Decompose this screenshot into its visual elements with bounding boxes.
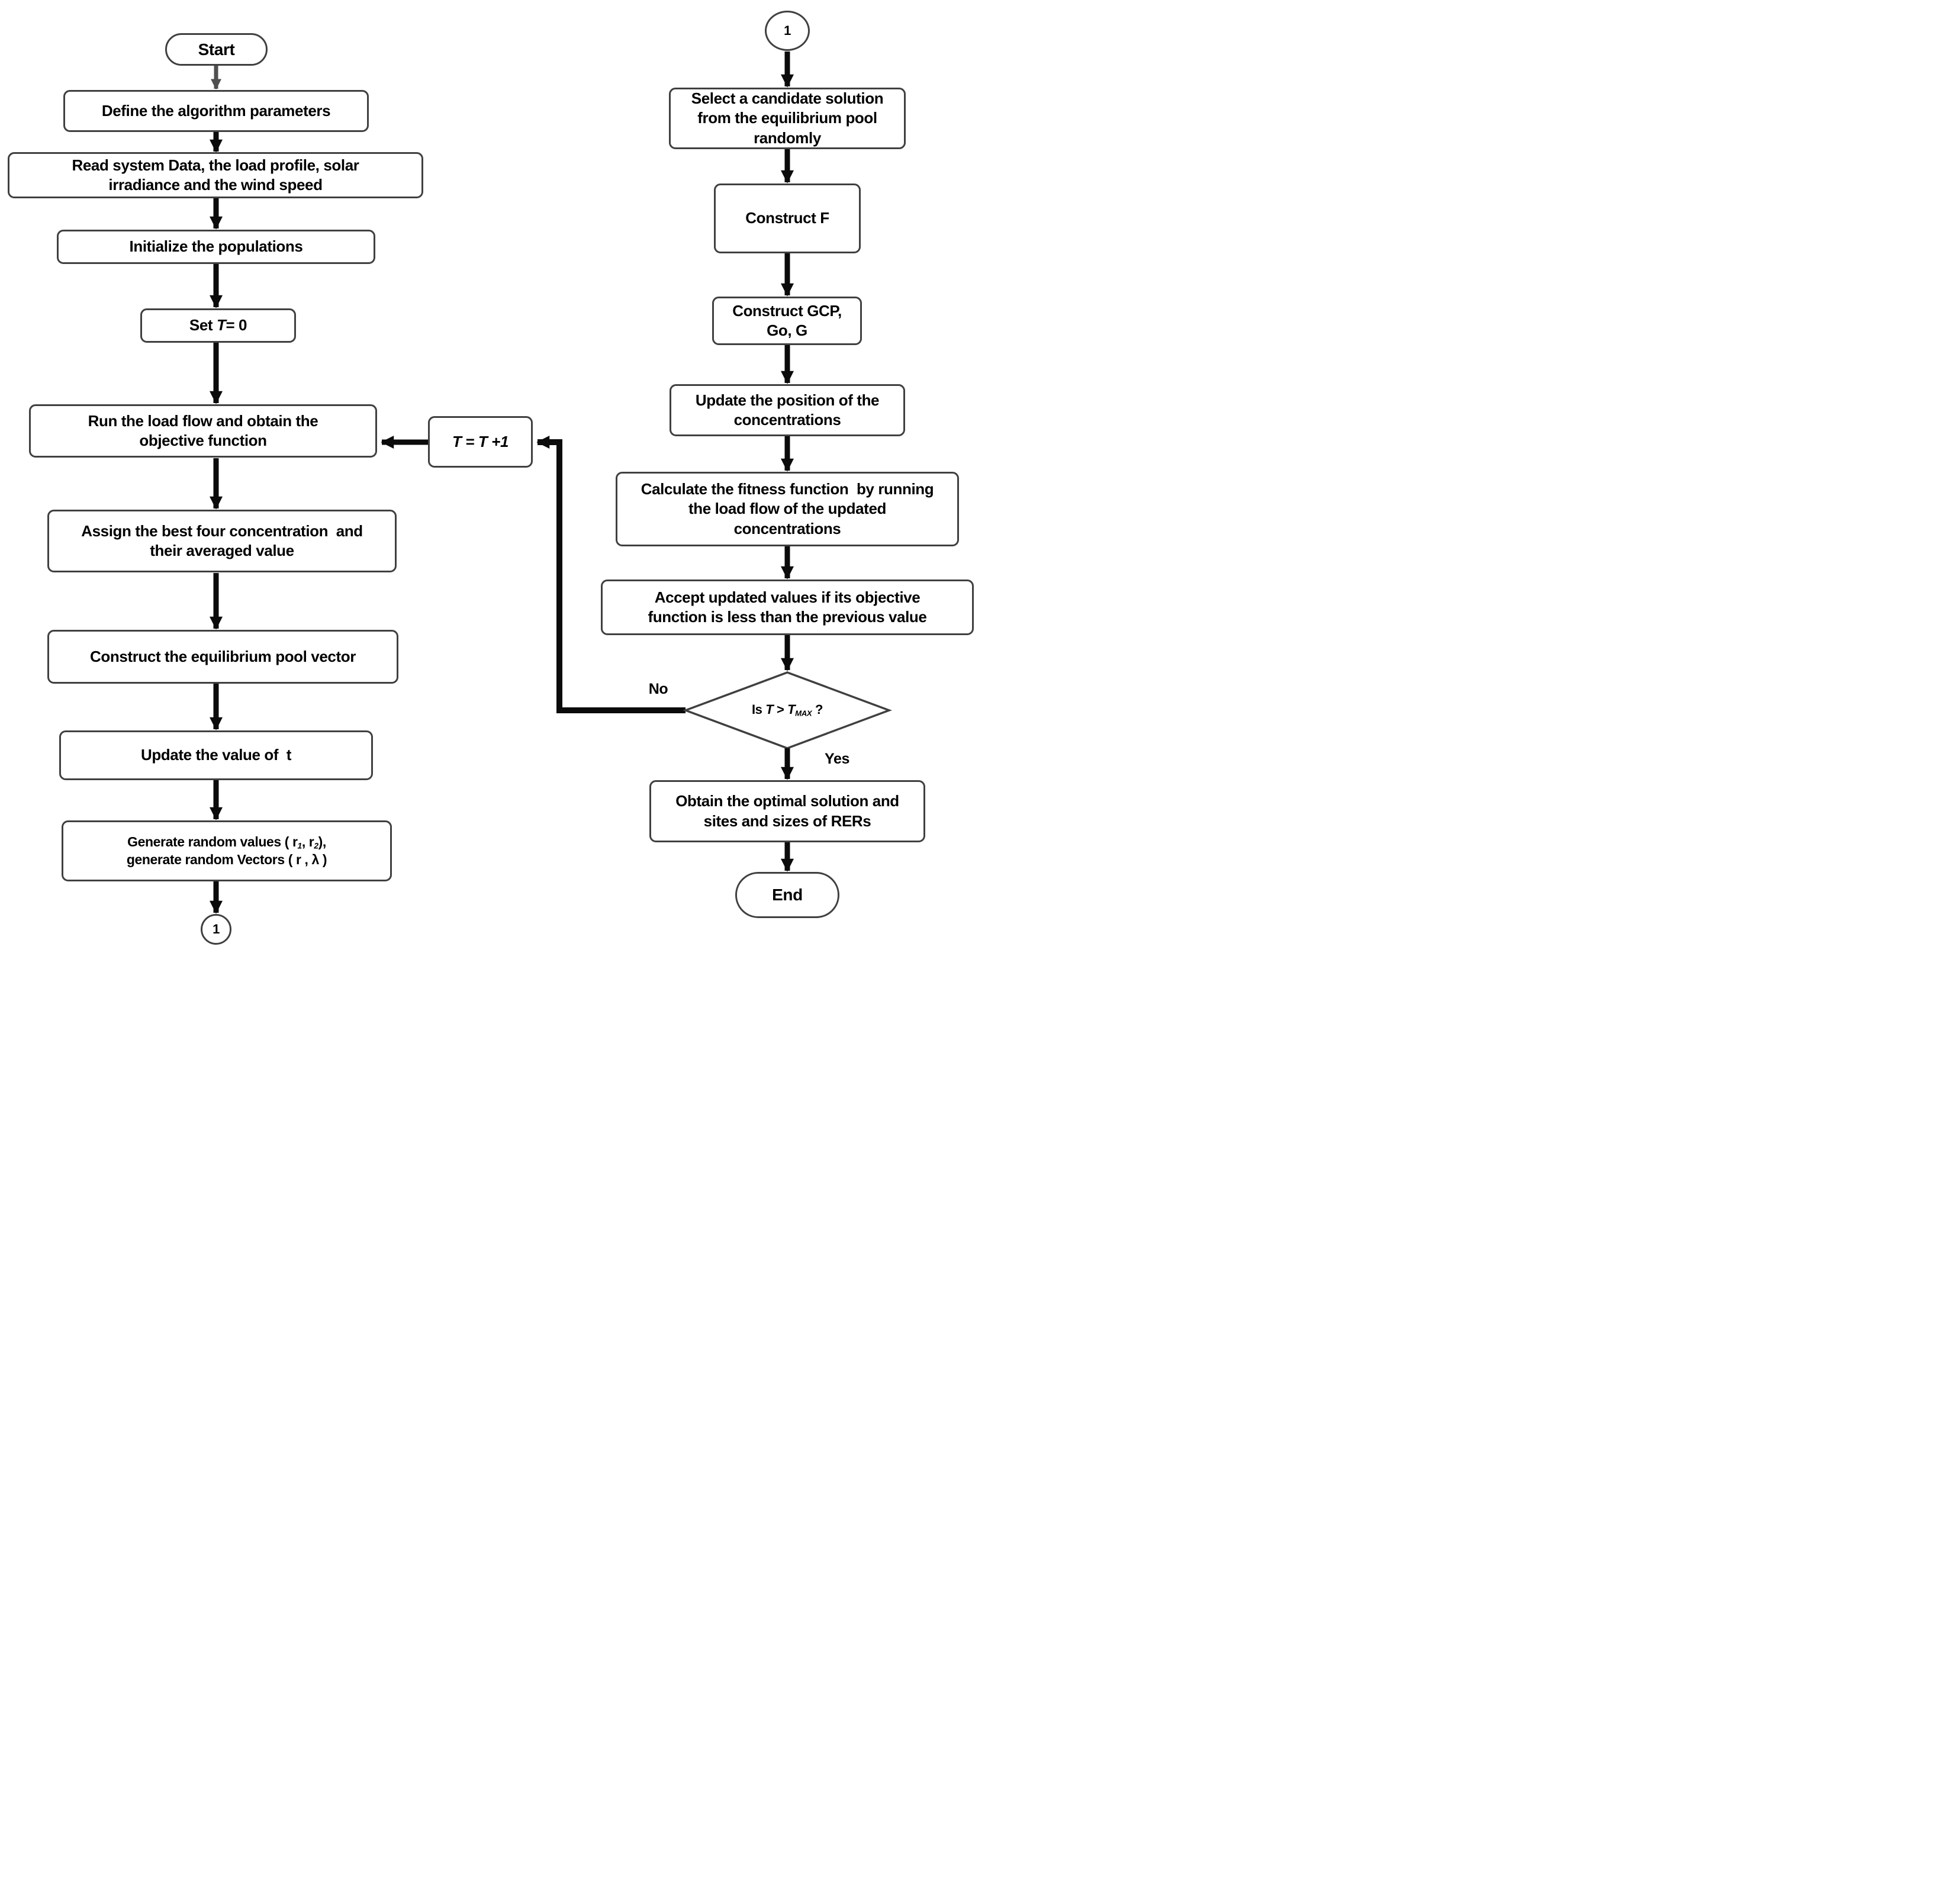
calculate-fitness-node: Calculate the fitness function by runnin… — [616, 472, 959, 546]
select-candidate-node: Select a candidate solution from the equ… — [669, 88, 906, 149]
connector-1-right-label: 1 — [784, 22, 791, 38]
obtain-optimal-solution-node: Obtain the optimal solution and sites an… — [649, 780, 925, 842]
define-parameters-label: Define the algorithm parameters — [101, 101, 331, 120]
initialize-populations-label: Initialize the populations — [129, 237, 303, 256]
obtain-optimal-solution-label: Obtain the optimal solution and sites an… — [675, 792, 899, 830]
construct-gcp-node: Construct GCP, Go, G — [712, 297, 862, 345]
start-node: Start — [165, 33, 268, 66]
connector-1-right: 1 — [765, 11, 810, 51]
assign-best-four-label: Assign the best four concentration and t… — [81, 521, 363, 559]
end-node: End — [735, 872, 839, 918]
start-label: Start — [198, 40, 235, 59]
t-increment-node: T = T +1 — [428, 416, 533, 468]
yes-branch-label: Yes — [825, 751, 849, 767]
construct-pool-vector-label: Construct the equilibrium pool vector — [90, 647, 356, 665]
decision-diamond-shape — [682, 671, 893, 749]
construct-pool-vector-node: Construct the equilibrium pool vector — [47, 630, 398, 684]
assign-best-four-node: Assign the best four concentration and t… — [47, 510, 397, 572]
connector-1-left-label: 1 — [213, 921, 220, 936]
decision-t-tmax-node: Is T > TMAX ? — [699, 697, 876, 723]
update-value-t-label: Update the value of t — [140, 746, 292, 764]
t-increment-label: T = T +1 — [452, 432, 509, 450]
accept-updated-values-label: Accept updated values if its objective f… — [648, 588, 927, 626]
connector-1-left: 1 — [201, 914, 231, 945]
set-t-zero-label: Set T= 0 — [189, 316, 247, 334]
generate-random-node: Generate random values ( r1, r2),generat… — [62, 820, 392, 881]
update-value-t-node: Update the value of t — [59, 730, 373, 780]
decision-t-tmax-label: Is T > TMAX ? — [751, 702, 823, 718]
initialize-populations-node: Initialize the populations — [57, 230, 375, 264]
set-t-zero-node: Set T= 0 — [140, 308, 296, 343]
construct-f-label: Construct F — [745, 209, 829, 227]
read-system-data-label: Read system Data, the load profile, sola… — [72, 156, 359, 194]
run-load-flow-label: Run the load flow and obtain the objecti… — [88, 411, 318, 449]
no-branch-label: No — [648, 681, 668, 697]
end-label: End — [772, 886, 803, 904]
select-candidate-label: Select a candidate solution from the equ… — [691, 89, 884, 147]
calculate-fitness-label: Calculate the fitness function by runnin… — [641, 480, 934, 537]
flow-arrows — [210, 51, 794, 914]
update-position-node: Update the position of the concentration… — [670, 384, 905, 436]
run-load-flow-node: Run the load flow and obtain the objecti… — [29, 404, 377, 458]
read-system-data-node: Read system Data, the load profile, sola… — [8, 152, 423, 198]
update-position-label: Update the position of the concentration… — [695, 391, 880, 429]
construct-gcp-label: Construct GCP, Go, G — [732, 301, 842, 339]
flowchart-canvas: Start Define the algorithm parameters Re… — [0, 0, 980, 947]
define-parameters-node: Define the algorithm parameters — [63, 90, 369, 132]
generate-random-label: Generate random values ( r1, r2),generat… — [126, 833, 327, 867]
no-feedback-path — [536, 436, 685, 713]
connector-layer — [210, 51, 893, 914]
accept-updated-values-node: Accept updated values if its objective f… — [601, 580, 974, 635]
construct-f-node: Construct F — [714, 183, 861, 253]
